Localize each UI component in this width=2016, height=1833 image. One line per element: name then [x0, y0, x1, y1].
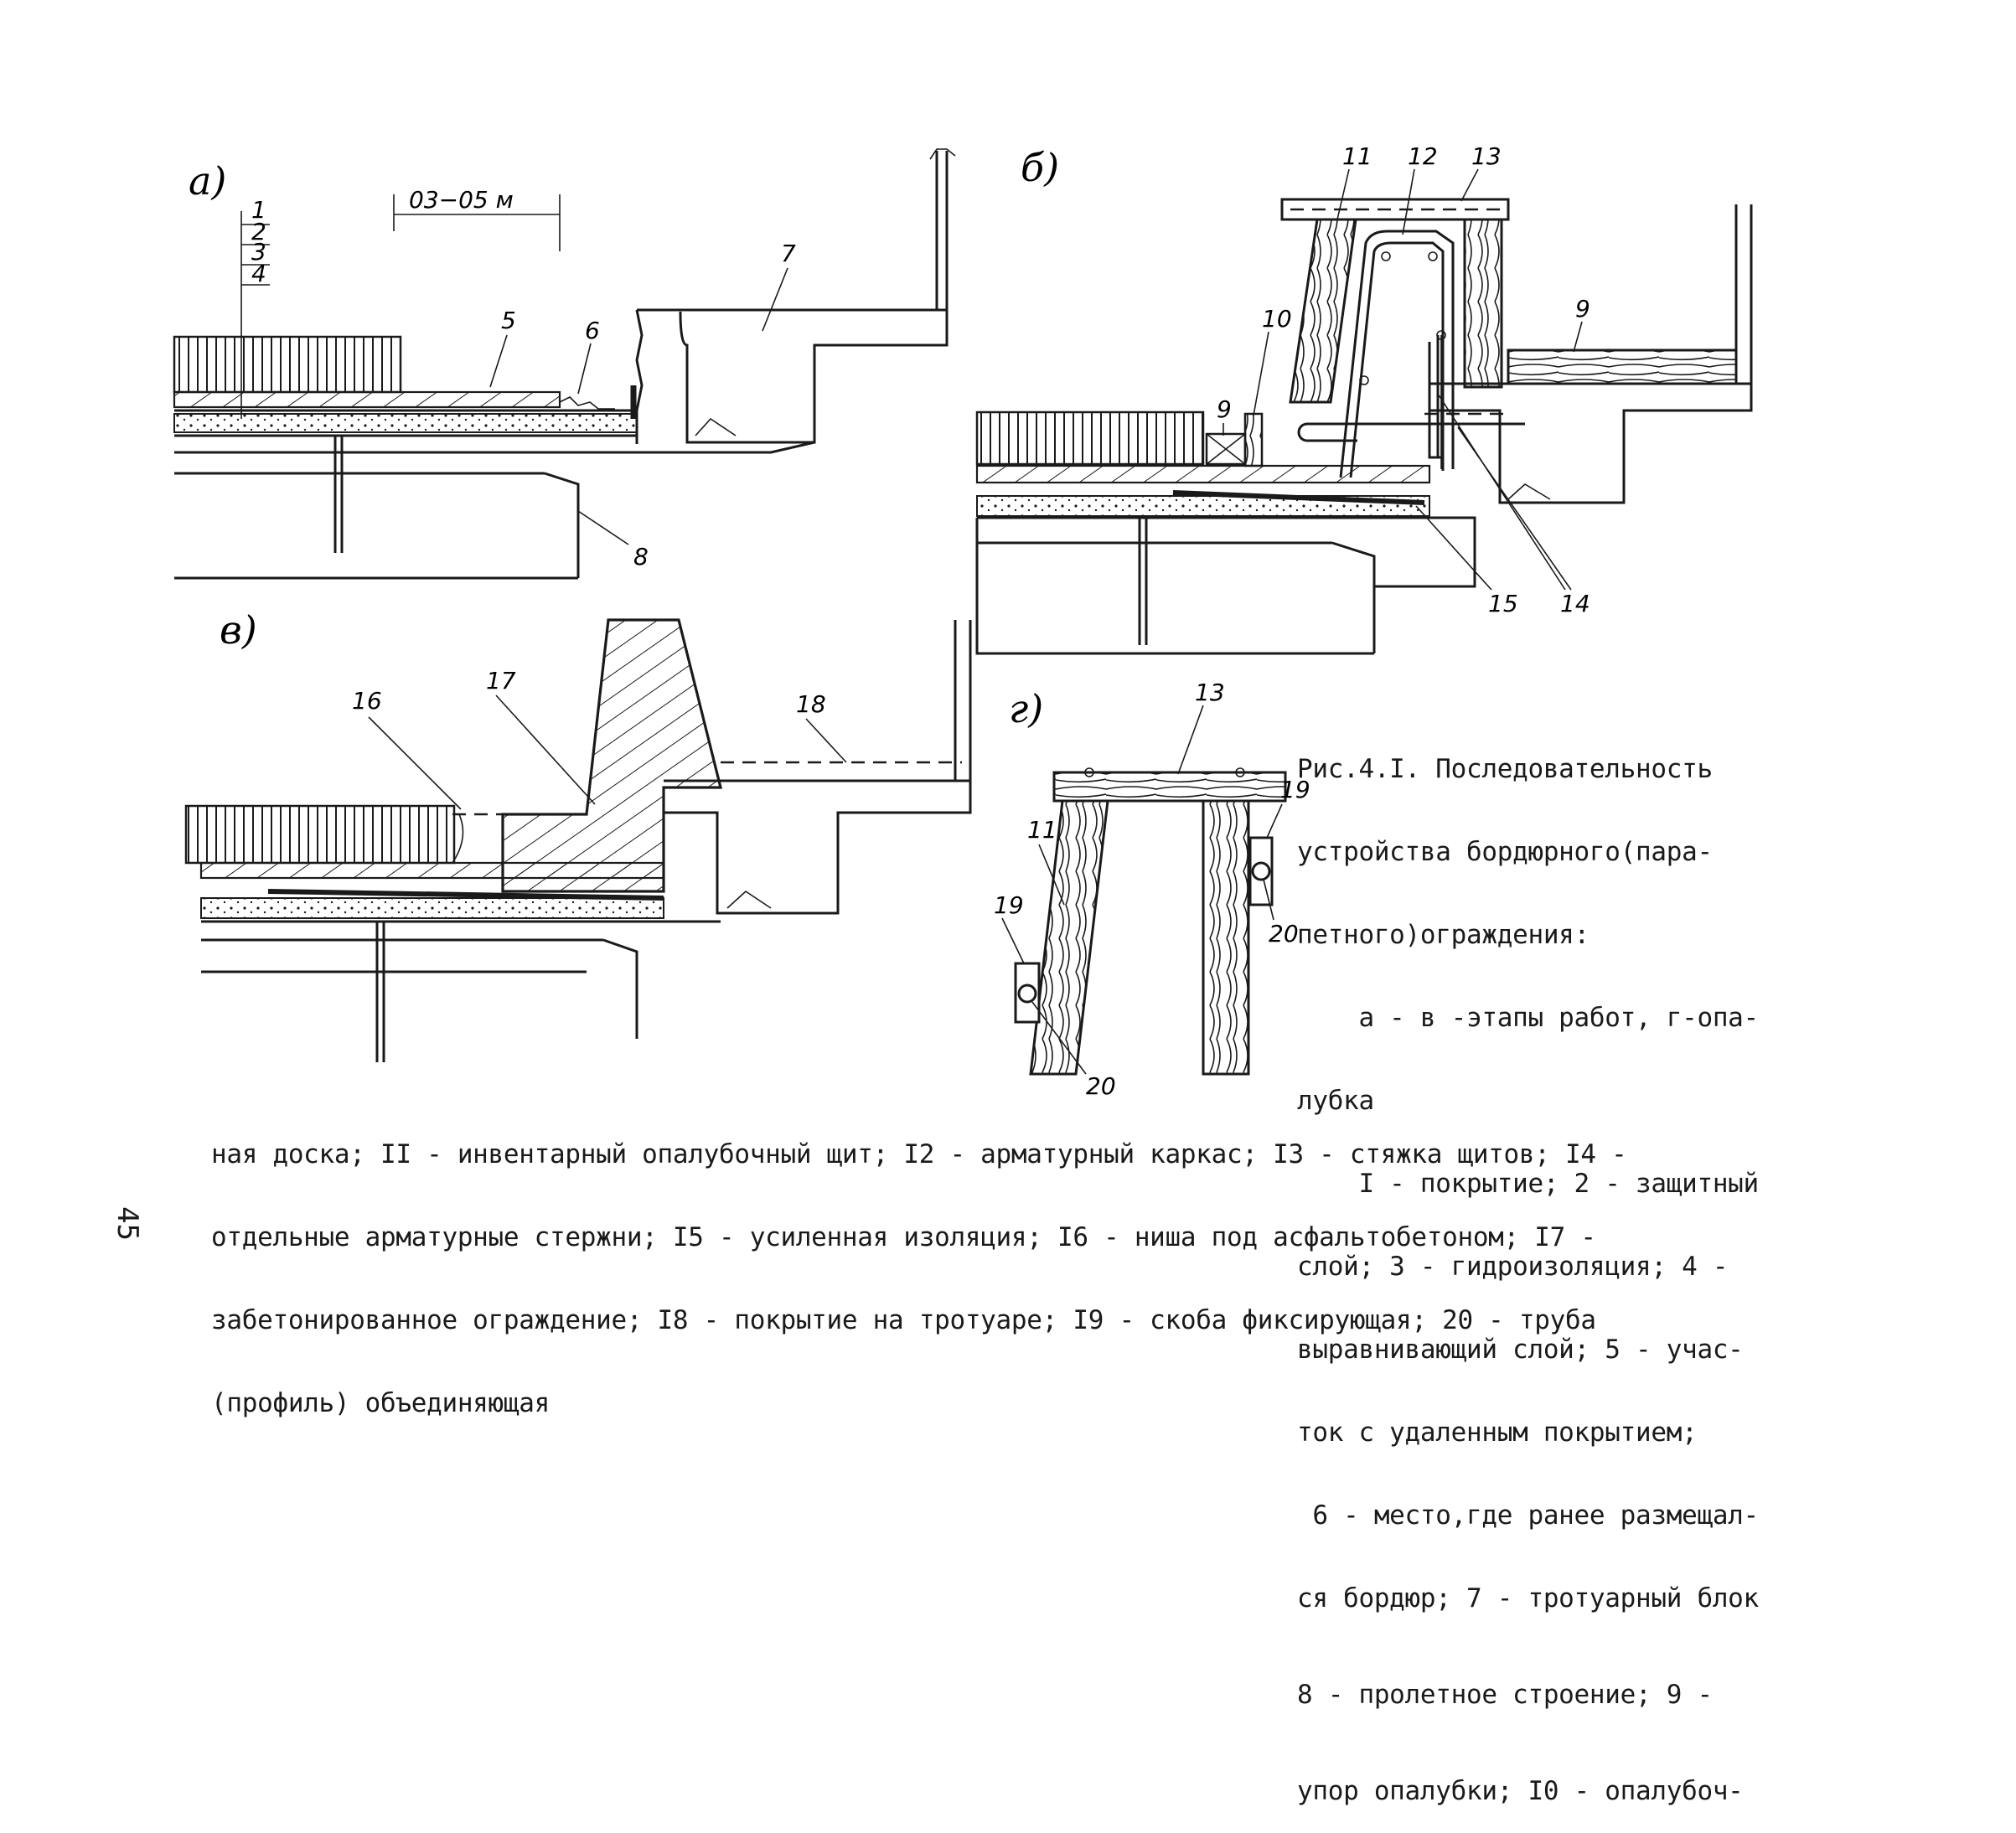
callout-10: 10 [1262, 305, 1292, 333]
panel-a-pavement-cut [173, 335, 402, 394]
panel-v: в) 16 17 18 [184, 607, 972, 1062]
dimension-label: 03−05 м [409, 186, 514, 214]
callout-5: 5 [501, 307, 516, 334]
caption-line: 8 - пролетное строение; 9 - [1297, 1680, 1713, 1710]
callout-17: 17 [486, 667, 516, 694]
callout-g-19a: 19 [1280, 776, 1310, 803]
figure-caption-bottom: ная доска; II - инвентарный опалубочный … [211, 1086, 1627, 1445]
caption-line: ся бордюр; 7 - тротуарный блок [1297, 1583, 1759, 1614]
panel-g-letter: г) [1009, 686, 1043, 731]
callout-15: 15 [1488, 590, 1518, 617]
caption-line: устройства бордюрного(пара- [1297, 837, 1713, 867]
concrete-barrier [501, 618, 723, 893]
panel-a: а) 1 2 3 4 03−05 м [173, 148, 956, 580]
caption-line: отдельные арматурные стержни; I5 - усиле… [211, 1222, 1596, 1252]
panel-a-letter: а) [189, 158, 226, 204]
callout-g-20a: 20 [1269, 920, 1299, 947]
callout-8: 8 [633, 543, 649, 571]
caption-line: упор опалубки; I0 - опалубоч- [1297, 1776, 1744, 1806]
caption-line: а - в -этапы работ, г-опа- [1297, 1003, 1759, 1033]
figure-drawing: а) 1 2 3 4 03−05 м [173, 142, 1753, 1100]
caption-line: 6 - место,где ранее размещал- [1297, 1500, 1759, 1531]
caption-line: петного)ограждения: [1297, 920, 1590, 950]
caption-line: выравнивающий слой; 5 - учас- [1297, 1335, 1744, 1365]
panel-v-letter: в) [220, 607, 257, 653]
callout-9b: 9 [1575, 295, 1590, 323]
callout-6: 6 [585, 317, 600, 344]
callout-18: 18 [796, 690, 826, 718]
callout-3: 3 [251, 238, 266, 266]
callout-4: 4 [251, 260, 266, 287]
callout-g-13: 13 [1195, 679, 1225, 706]
caption-line: лубка [1297, 1086, 1374, 1116]
caption-line: (профиль) объединяющая [211, 1388, 550, 1418]
callout-14: 14 [1560, 590, 1590, 617]
callout-9a: 9 [1217, 395, 1232, 423]
callout-13: 13 [1471, 142, 1502, 170]
callout-g-20b: 20 [1086, 1072, 1116, 1100]
caption-line: слой; 3 - гидроизоляция; 4 - [1297, 1252, 1729, 1282]
panel-a-dimension-line [393, 194, 561, 251]
caption-line: ная доска; II - инвентарный опалубочный … [211, 1139, 1627, 1170]
callout-7: 7 [781, 240, 796, 267]
page-number: 45 [111, 1206, 144, 1241]
caption-line: I - покрытие; 2 - защитный [1297, 1169, 1759, 1199]
callout-g-11: 11 [1027, 816, 1057, 844]
callout-11: 11 [1342, 142, 1372, 170]
panel-g: г) 11 13 19 19 20 20 [994, 679, 1310, 1100]
callout-2: 2 [251, 218, 266, 245]
panel-b: б) [975, 142, 1753, 655]
caption-line: Рис.4.I. Последовательность [1297, 754, 1713, 784]
panel-b-letter: б) [1021, 145, 1059, 190]
callout-1: 1 [251, 196, 266, 224]
callout-16: 16 [352, 687, 382, 715]
callout-12: 12 [1408, 142, 1438, 170]
callout-g-19b: 19 [994, 891, 1024, 919]
caption-line: забетонированное ограждение; I8 - покрыт… [211, 1305, 1596, 1335]
